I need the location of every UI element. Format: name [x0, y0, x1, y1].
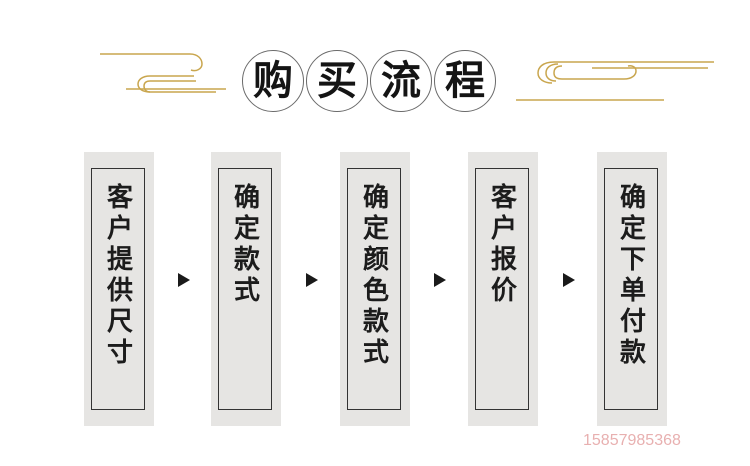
title-circle: 购: [242, 50, 304, 112]
step-5-panel: 确定下单付款: [597, 152, 667, 426]
step-5-label: 确定下单付款: [615, 183, 646, 369]
step-frame: 确定下单付款: [604, 168, 658, 410]
step-frame: 确定款式: [218, 168, 272, 410]
arrow-right-icon: [563, 273, 575, 287]
arrow-right-icon: [434, 273, 446, 287]
watermark-phone: 15857985368: [583, 432, 681, 449]
step-1-label: 客户提供尺寸: [102, 183, 133, 369]
title-char: 程: [445, 57, 485, 104]
title-circle: 买: [306, 50, 368, 112]
title-row: 购 买 流 程: [242, 50, 496, 112]
step-4-panel: 客户报价: [468, 152, 538, 426]
step-2-label: 确定款式: [229, 183, 260, 307]
step-4-label: 客户报价: [486, 183, 517, 307]
step-3-panel: 确定颜色款式: [340, 152, 410, 426]
title-char: 流: [381, 57, 421, 104]
step-1-panel: 客户提供尺寸: [84, 152, 154, 426]
title-char: 购: [253, 57, 293, 104]
title-circle: 程: [434, 50, 496, 112]
title-circle: 流: [370, 50, 432, 112]
step-3-label: 确定颜色款式: [358, 183, 389, 369]
step-frame: 客户提供尺寸: [91, 168, 145, 410]
title-char: 买: [317, 57, 357, 104]
cloud-ornament-left-icon: [100, 53, 226, 93]
arrow-right-icon: [178, 273, 190, 287]
cloud-ornament-right-icon: [516, 61, 714, 101]
step-frame: 客户报价: [475, 168, 529, 410]
step-2-panel: 确定款式: [211, 152, 281, 426]
arrow-right-icon: [306, 273, 318, 287]
step-frame: 确定颜色款式: [347, 168, 401, 410]
